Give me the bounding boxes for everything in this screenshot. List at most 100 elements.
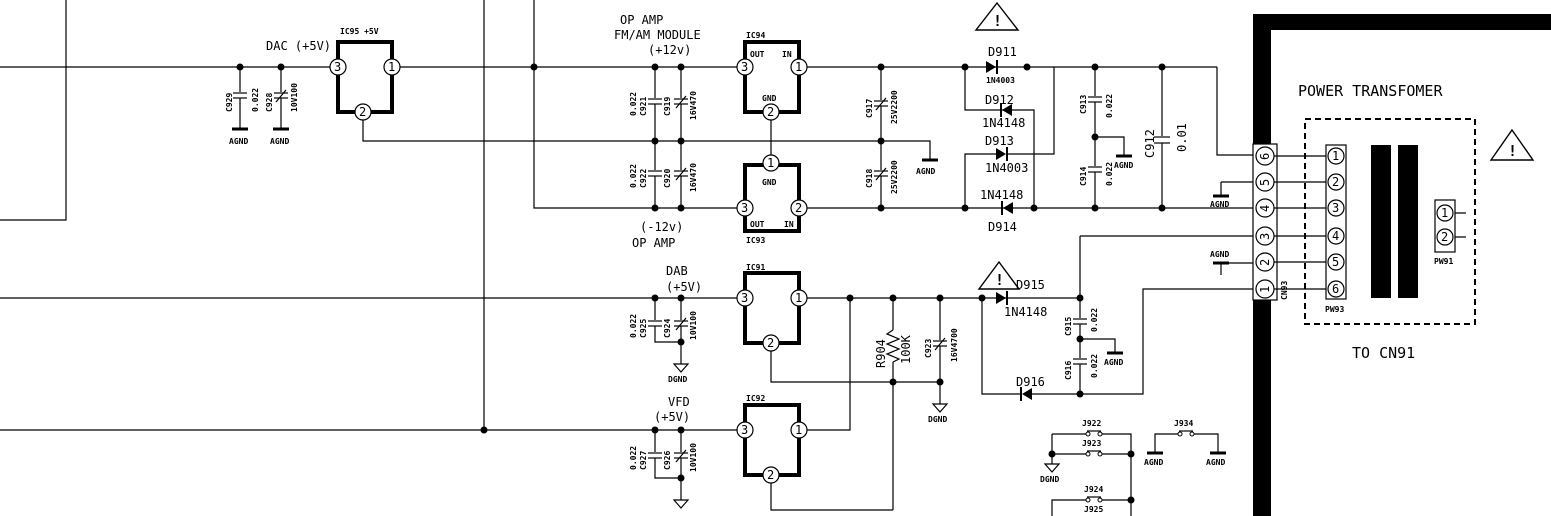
svg-text:GND: GND [762,94,777,103]
svg-text:IN: IN [784,220,794,229]
agnd-symbol-918: AGND [916,158,938,176]
svg-text:0.022: 0.022 [1105,94,1114,118]
svg-text:C917: C917 [865,99,874,118]
svg-text:3: 3 [741,423,748,437]
svg-text:10V100: 10V100 [689,443,698,472]
svg-text:1: 1 [795,423,802,437]
svg-text:FM/AM MODULE: FM/AM MODULE [614,28,701,42]
warning-triangle-icon: ! [1489,128,1535,161]
cap-c922-c920: 0.022 C922 C920 16V470 [629,141,698,212]
svg-text:R904: R904 [874,339,888,368]
svg-text:DGND: DGND [1040,475,1059,484]
svg-text:10V100: 10V100 [290,83,299,112]
svg-text:16V470: 16V470 [689,163,698,192]
svg-text:!: ! [995,271,1004,289]
svg-text:AGND: AGND [1144,458,1163,467]
opamp-labels: OP AMP FM/AM MODULE (+12v) (-12v) OP AMP [614,13,701,250]
svg-text:3: 3 [741,201,748,215]
svg-text:1N4148: 1N4148 [1004,305,1047,319]
svg-text:1: 1 [795,60,802,74]
svg-text:16V470: 16V470 [689,91,698,120]
svg-text:D914: D914 [988,220,1017,234]
svg-text:D916: D916 [1016,375,1045,389]
svg-text:AGND: AGND [1114,161,1133,170]
svg-text:C919: C919 [663,97,672,116]
svg-text:0.022: 0.022 [1090,354,1099,378]
connector-pw91: 1 2 PW91 [1434,199,1466,266]
svg-text:0.022: 0.022 [1090,308,1099,332]
diode-d914: 1N4148 D914 [961,188,1038,234]
svg-text:AGND: AGND [270,137,289,146]
svg-text:(+12v): (+12v) [648,43,691,57]
warning-triangle-icon: ! [977,260,1021,290]
svg-text:D913: D913 [985,134,1014,148]
jumper-block: J922 J923 DGND J924 J925 J934 AGND AGND [1040,419,1226,516]
diode-d913: D913 1N4003 [964,67,1055,208]
svg-text:1: 1 [795,291,802,305]
svg-text:C915: C915 [1064,317,1073,336]
svg-text:J923: J923 [1082,439,1101,448]
resistor-r904: R904 100K [874,298,913,510]
svg-text:1: 1 [767,156,774,170]
svg-text:AGND: AGND [1210,250,1229,259]
svg-text:C921: C921 [639,97,648,116]
ic94-regulator: IC94 OUT IN GND 3 1 2 [736,31,808,121]
svg-text:IC91: IC91 [746,263,765,272]
ic95-regulator: IC95 +5V 3 1 2 [329,27,931,159]
warning-triangle-icon: ! [974,1,1020,31]
transformer-core [1371,145,1418,298]
svg-text:0.01: 0.01 [1175,123,1189,152]
svg-text:VFD: VFD [668,395,690,409]
svg-text:OUT: OUT [750,220,765,229]
svg-text:C928: C928 [265,93,274,112]
svg-text:1: 1 [1332,149,1339,163]
svg-text:0.022: 0.022 [629,446,638,470]
svg-text:C918: C918 [865,169,874,188]
svg-text:C913: C913 [1079,95,1088,114]
svg-text:OUT: OUT [750,50,765,59]
cap-c925-c924: DGND 0.022 C925 C924 10V100 [629,298,698,384]
svg-text:(+5V): (+5V) [654,410,690,424]
svg-text:OP AMP: OP AMP [632,236,675,250]
svg-text:C920: C920 [663,169,672,188]
svg-text:3: 3 [1332,201,1339,215]
svg-text:GND: GND [762,178,777,187]
svg-text:2: 2 [359,105,366,119]
svg-text:(+5V): (+5V) [666,280,702,294]
svg-text:25V2200: 25V2200 [890,90,899,124]
svg-text:0.022: 0.022 [629,164,638,188]
cap-c918: C918 25V2200 [865,141,899,208]
svg-text:AGND: AGND [1206,458,1225,467]
svg-text:(-12v): (-12v) [640,220,683,234]
diode-d912: D912 1N4148 [964,67,1035,208]
svg-text:PW93: PW93 [1325,305,1344,314]
svg-text:PW91: PW91 [1434,257,1453,266]
cap-c921-c919: 0.022 C921 C919 16V470 [629,67,698,145]
svg-text:1: 1 [1258,286,1272,293]
svg-text:2: 2 [1258,259,1272,266]
svg-text:3: 3 [741,60,748,74]
cap-c913: C913 0.022 [1079,67,1114,137]
svg-text:2: 2 [795,201,802,215]
svg-text:3: 3 [741,291,748,305]
svg-text:IC92: IC92 [746,394,765,403]
svg-text:1: 1 [388,60,395,74]
svg-text:0.022: 0.022 [251,88,260,112]
svg-text:100K: 100K [899,334,913,364]
svg-text:4: 4 [1258,205,1272,212]
svg-text:AGND: AGND [229,137,248,146]
svg-text:C927: C927 [639,451,648,470]
svg-text:C923: C923 [924,339,933,358]
svg-text:IC94: IC94 [746,31,765,40]
svg-text:3: 3 [334,60,341,74]
diode-d916: D916 [981,298,1080,401]
svg-text:5: 5 [1332,255,1339,269]
ic91-regulator: IC91 3 1 2 [736,263,940,383]
svg-text:J922: J922 [1082,419,1101,428]
svg-text:IC95 +5V: IC95 +5V [340,27,379,36]
svg-text:C926: C926 [663,451,672,470]
svg-text:C925: C925 [639,319,648,338]
svg-text:D915: D915 [1016,278,1045,292]
svg-text:J934: J934 [1174,419,1193,428]
svg-text:5: 5 [1258,179,1272,186]
